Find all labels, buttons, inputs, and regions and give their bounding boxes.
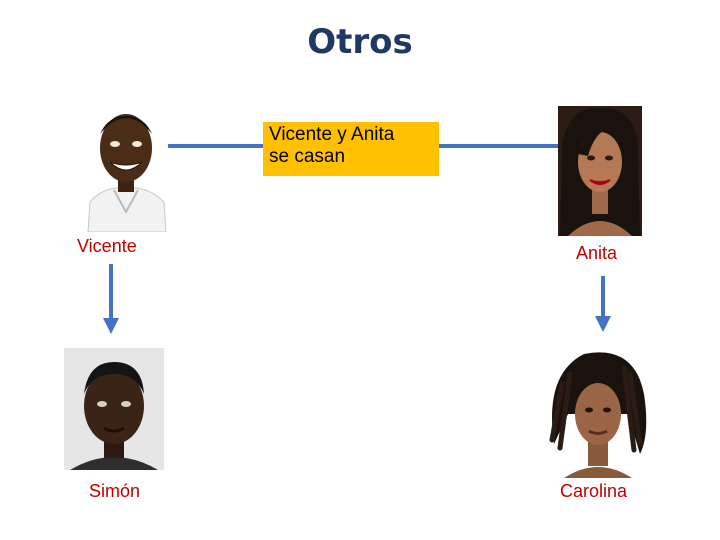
marriage-text-line1: Vicente y Anita — [269, 124, 395, 145]
carolina-photo — [544, 344, 652, 478]
simon-photo — [64, 348, 164, 470]
vicente-to-simon-arrow — [103, 264, 119, 334]
anita-photo — [558, 106, 642, 236]
vicente-photo — [84, 104, 168, 232]
vicente-label: Vicente — [77, 236, 137, 256]
simon-label: Simón — [89, 481, 141, 501]
marriage-box: Vicente y Anita se casan — [263, 122, 439, 176]
anita-label: Anita — [576, 243, 618, 263]
anita-to-carolina-arrow — [595, 276, 611, 332]
page-title: Otros — [307, 22, 413, 62]
carolina-label: Carolina — [560, 481, 628, 501]
marriage-text-line2: se casan — [269, 146, 346, 167]
